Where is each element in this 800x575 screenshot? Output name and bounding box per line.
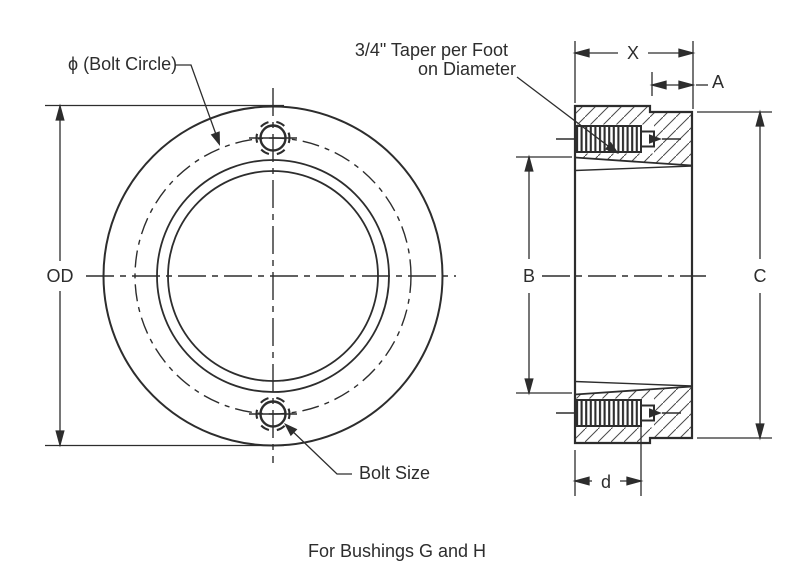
bolt-size-label: Bolt Size bbox=[359, 463, 430, 483]
cap-screw-bottom bbox=[556, 399, 681, 427]
a-dimension-label: A bbox=[712, 72, 724, 92]
b-dimension-label: B bbox=[523, 266, 535, 286]
b-dimension: B bbox=[516, 156, 572, 394]
bore-small-end-line-top bbox=[574, 165, 693, 172]
annotations: ϕ (Bolt Circle) 3/4" Taper per Foot on D… bbox=[68, 40, 622, 483]
screw-force-arrow-bottom bbox=[649, 408, 662, 418]
c-dimension-label: C bbox=[754, 266, 767, 286]
x-dimension: X bbox=[574, 41, 694, 109]
screw-threads-bottom bbox=[576, 399, 642, 427]
front-view bbox=[86, 88, 456, 463]
taper-note-line2: on Diameter bbox=[418, 59, 516, 79]
bolt-circle-leader bbox=[175, 64, 219, 141]
x-dimension-label: X bbox=[627, 43, 639, 63]
bolt-hole-top bbox=[249, 120, 297, 156]
c-dimension: C bbox=[697, 111, 772, 439]
taper-note-leader bbox=[516, 76, 617, 153]
taper-line-bottom bbox=[574, 385, 693, 396]
bushing-body-outline bbox=[573, 104, 694, 445]
d-dimension: d bbox=[574, 424, 642, 496]
a-dimension: A bbox=[651, 72, 724, 96]
bore-small-end-line-bottom bbox=[574, 380, 693, 387]
bolt-circle-label: ϕ (Bolt Circle) bbox=[68, 54, 177, 74]
taper-line-top bbox=[574, 156, 693, 167]
bolt-hole-bottom bbox=[249, 396, 297, 432]
d-dimension-label: d bbox=[601, 472, 611, 492]
od-dimension: OD bbox=[45, 104, 284, 447]
od-label: OD bbox=[47, 266, 74, 286]
screw-force-arrow-top bbox=[649, 134, 662, 144]
taper-note-line1: 3/4" Taper per Foot bbox=[355, 40, 508, 60]
bolt-size-leader bbox=[286, 425, 352, 475]
caption: For Bushings G and H bbox=[308, 541, 486, 561]
